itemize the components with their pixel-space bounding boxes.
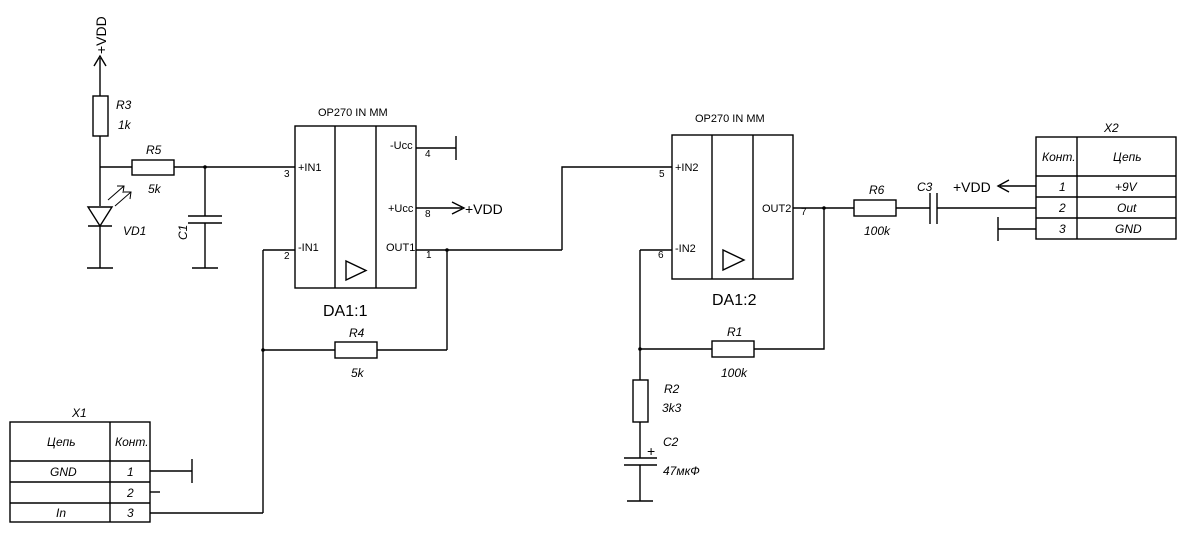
vd1-ray-2-head — [124, 191, 132, 200]
da1-1-num-ucc-neg: 4 — [425, 149, 431, 160]
da1-1-label: DA1:1 — [323, 303, 368, 320]
r1-value: 100k — [721, 366, 748, 380]
x2-header-net: Цепь — [1113, 150, 1142, 164]
x2-header-pin: Конт. — [1042, 150, 1076, 164]
resistor-r3 — [92, 95, 109, 137]
output-network: R6 100k C3 +VDD — [793, 179, 1036, 241]
c2-plus-sign: + — [647, 443, 655, 459]
feedback-r4-network: R4 5k — [150, 248, 562, 514]
r4-value: 5k — [351, 366, 365, 380]
x2-row-2-net: Out — [1117, 201, 1137, 215]
r5-ref: R5 — [146, 143, 162, 157]
x1-row-1-pin: 1 — [127, 465, 134, 479]
resistor-r2 — [632, 379, 649, 423]
vdd-label-left: +VDD — [93, 16, 109, 54]
da1-1-num-out: 1 — [426, 250, 432, 261]
da1-2-pin-in-neg: -IN2 — [675, 243, 696, 255]
r3-value: 1k — [118, 118, 132, 132]
x2-row-3-pin: 3 — [1059, 222, 1066, 236]
x2-row-2-pin: 2 — [1058, 201, 1066, 215]
r6-value: 100k — [864, 224, 891, 238]
x1-row-3-net: In — [56, 506, 66, 520]
vdd-label-x2: +VDD — [953, 179, 991, 195]
opamp-da1-2: OP270 IN MM +IN2 -IN2 OUT2 5 6 7 DA1:2 — [658, 113, 807, 309]
da1-2-body — [671, 134, 794, 280]
opamp-da1-1: OP270 IN MM +IN1 -IN1 -Ucc +Ucc OUT1 3 2… — [284, 107, 503, 320]
da1-1-num-in-neg: 2 — [284, 251, 290, 262]
da1-1-pin-in-neg: -IN1 — [298, 242, 319, 254]
x1-header-net: Цепь — [47, 435, 76, 449]
vdd-arrow-x2 — [996, 179, 1010, 193]
x1-row-1-net: GND — [50, 465, 77, 479]
c2-value: 47мкФ — [663, 464, 700, 478]
da1-1-pin-in-pos: +IN1 — [298, 162, 322, 174]
resistor-r5 — [131, 159, 175, 176]
da1-1-body — [294, 125, 417, 289]
da1-2-pin-in-pos: +IN2 — [675, 162, 699, 174]
feedback-r1-network: R1 100k R2 3k3 + C2 47мкФ — [624, 208, 825, 502]
da1-2-amp-triangle — [722, 248, 746, 272]
resistor-r4 — [334, 341, 378, 359]
da1-2-pin-out: OUT2 — [762, 203, 791, 215]
wire-r1-right — [754, 208, 825, 350]
x2-row-1-pin: 1 — [1059, 180, 1066, 194]
r3-ref: R3 — [116, 98, 132, 112]
input-bias-network: +VDD R3 1k R5 5k C1 VD1 — [86, 16, 295, 269]
da1-1-amp-triangle — [345, 259, 368, 282]
connector-x2: X2 Конт. Цепь 1 +9V 2 Out 3 GND — [1035, 121, 1177, 240]
da1-1-pin-out: OUT1 — [386, 242, 415, 254]
x1-table — [9, 421, 151, 523]
r5-value: 5k — [148, 182, 162, 196]
c2-ref: C2 — [663, 435, 679, 449]
da1-2-num-in-neg: 6 — [658, 250, 664, 261]
r4-ref: R4 — [349, 326, 365, 340]
da1-1-part: OP270 IN MM — [318, 107, 388, 119]
c1-ref: C1 — [176, 225, 190, 240]
x2-table — [1035, 136, 1177, 240]
resistor-r6 — [853, 199, 897, 217]
vd1-triangle — [86, 206, 114, 228]
da1-1-num-in-pos: 3 — [284, 169, 290, 180]
vdd-arrow-left — [93, 54, 107, 67]
r2-value: 3k3 — [662, 401, 682, 415]
da1-2-num-out: 7 — [801, 207, 807, 218]
da1-2-part: OP270 IN MM — [695, 113, 765, 125]
junction-out2 — [822, 206, 826, 210]
da1-1-num-ucc-pos: 8 — [425, 209, 431, 220]
x1-row-3-pin: 3 — [127, 506, 134, 520]
da1-2-label: DA1:2 — [712, 292, 757, 309]
resistor-r1 — [711, 340, 755, 358]
da1-2-num-in-pos: 5 — [659, 169, 665, 180]
vdd-label-opamp: +VDD — [465, 201, 503, 217]
vd1-ref: VD1 — [123, 224, 146, 238]
ucc-pos-arrow — [451, 201, 466, 215]
x2-ref: X2 — [1103, 121, 1119, 135]
connector-x1: X1 Цепь Конт. GND 1 2 In 3 — [9, 406, 151, 523]
r1-ref: R1 — [727, 325, 742, 339]
r2-ref: R2 — [664, 382, 680, 396]
x1-header-pin: Конт. — [115, 435, 149, 449]
x2-row-3-net: GND — [1115, 222, 1142, 236]
x1-row-2-pin: 2 — [126, 486, 134, 500]
c3-ref: C3 — [917, 180, 933, 194]
da1-1-pin-ucc-neg: -Ucc — [390, 140, 413, 152]
vd1-ray-1-head — [117, 185, 125, 194]
x2-row-1-net: +9V — [1115, 180, 1138, 194]
x1-ref: X1 — [71, 406, 87, 420]
r6-ref: R6 — [869, 183, 885, 197]
wire-out1-to-in2 — [561, 166, 672, 250]
vd1-ray-2 — [114, 191, 132, 207]
da1-1-pin-ucc-pos: +Ucc — [388, 203, 414, 215]
vd1-ray-1 — [107, 185, 125, 201]
